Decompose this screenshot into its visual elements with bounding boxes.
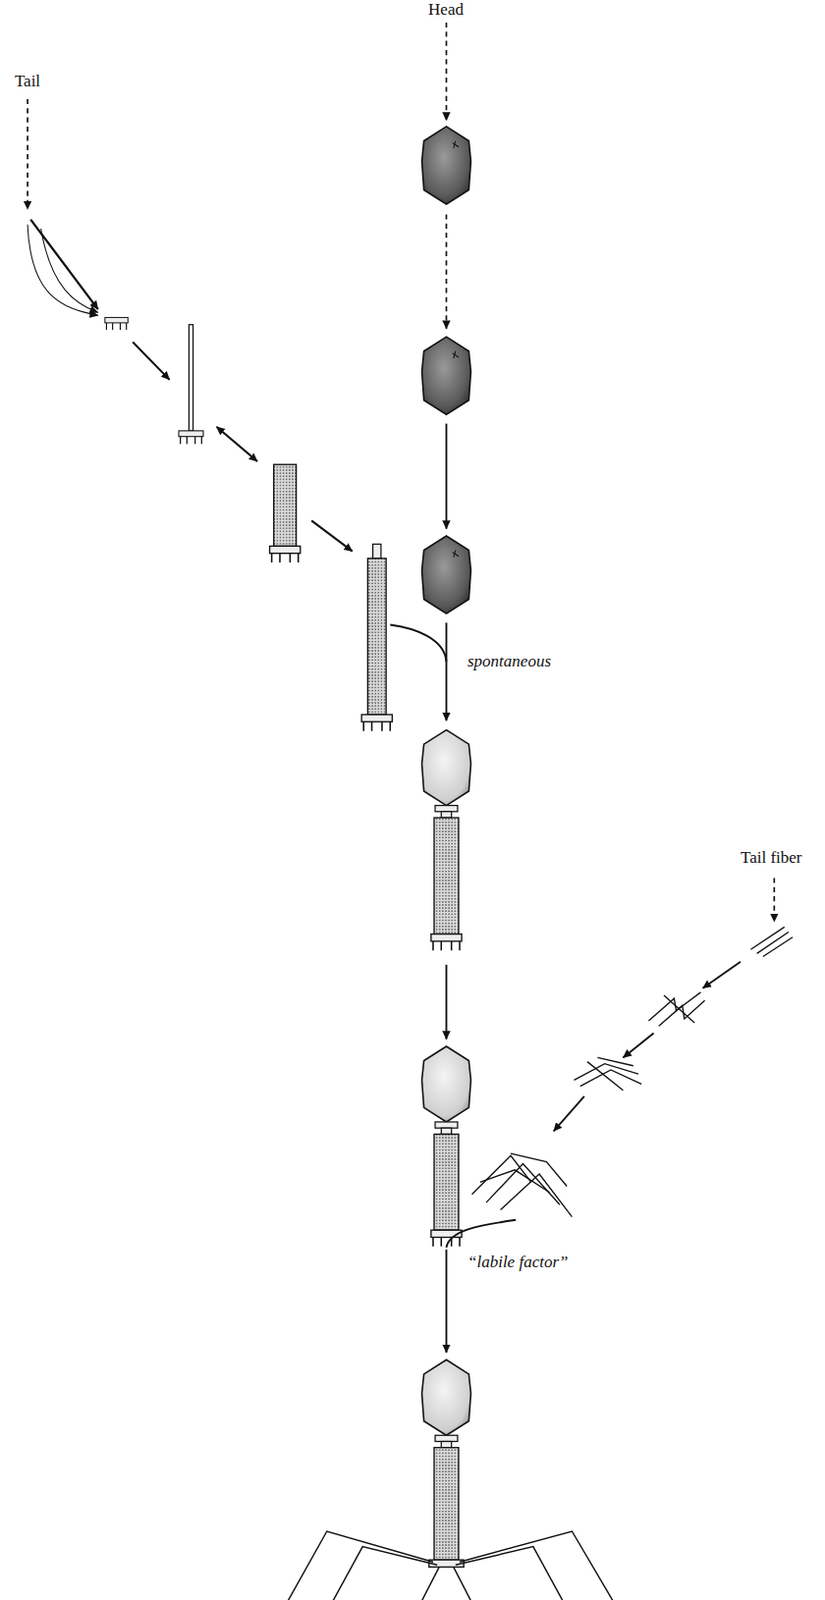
illustration-part — [580, 1070, 642, 1088]
tail-neck — [440, 1128, 451, 1135]
tail-fibers — [573, 1057, 642, 1091]
illustration-part — [480, 1170, 550, 1194]
tail-sheath — [434, 818, 459, 935]
arrow — [445, 965, 448, 1041]
illustration-part — [486, 1164, 560, 1207]
illustration-part — [648, 992, 701, 1022]
dashed-arrow — [772, 878, 775, 923]
tail-sheath — [367, 558, 386, 715]
illustration-part — [287, 1532, 434, 1600]
illustration-part — [361, 715, 392, 732]
merge-line — [445, 1220, 516, 1249]
illustration-part — [270, 546, 301, 563]
dashed-arrow — [26, 99, 29, 210]
arrow — [445, 622, 448, 721]
tail-fibers — [471, 1154, 572, 1217]
tail-sheath — [434, 1448, 459, 1561]
arrow — [445, 1250, 448, 1354]
tail-sheath — [274, 464, 297, 547]
arrow — [445, 424, 448, 530]
baseplate — [105, 317, 128, 330]
baseplate — [431, 935, 462, 952]
double-arrow — [216, 427, 258, 462]
illustration-part — [105, 317, 128, 330]
part-label: “labile factor” — [465, 1253, 570, 1273]
collar — [435, 1435, 458, 1442]
phage-head — [422, 536, 472, 614]
tail-neck — [373, 544, 382, 559]
illustration-part — [510, 1154, 567, 1187]
illustration — [27, 22, 793, 1600]
illustration-part — [178, 431, 204, 444]
arrow — [311, 520, 353, 551]
illustration-part — [459, 1532, 613, 1600]
tail-core — [188, 325, 193, 432]
arrow — [553, 1097, 585, 1132]
part-label: spontaneous — [465, 652, 553, 672]
illustration-part — [331, 1547, 438, 1600]
illustration-part — [455, 1547, 564, 1600]
part-label: Tail — [12, 71, 43, 92]
illustration-part — [663, 995, 695, 1024]
illustration-part — [587, 1062, 623, 1092]
baseplate — [361, 715, 392, 732]
phage-head — [422, 336, 472, 415]
illustration-part — [431, 935, 462, 952]
tail-neck — [440, 1441, 451, 1448]
illustration-part — [659, 1000, 706, 1027]
arrow — [622, 1033, 654, 1058]
tail-fiber-halves — [750, 927, 793, 957]
baseplate — [429, 1560, 464, 1568]
dashed-arrow — [445, 22, 448, 121]
baseplate — [178, 431, 204, 444]
tail-neck — [440, 812, 451, 819]
phage-head — [422, 126, 472, 205]
phage-head — [422, 730, 472, 807]
tail-fiber-halves — [648, 992, 705, 1027]
part-label: Tail fiber — [738, 848, 805, 869]
baseplate — [270, 546, 301, 563]
curved-arrow — [27, 224, 99, 317]
curved-arrow — [41, 228, 99, 313]
illustration-part — [431, 1230, 462, 1248]
illustration-part — [453, 1567, 473, 1600]
part-label: Head — [426, 0, 466, 20]
dashed-arrow — [445, 214, 448, 329]
phage-head — [422, 1360, 472, 1436]
illustration-part — [597, 1057, 633, 1066]
arrow — [703, 962, 741, 990]
illustration-part — [420, 1567, 440, 1600]
arrow — [132, 341, 169, 380]
merge-line — [389, 624, 446, 661]
tail-sheath — [434, 1134, 459, 1231]
illustration-part — [763, 937, 793, 958]
arrow — [30, 220, 99, 311]
collar — [435, 806, 458, 813]
tail-fibers — [287, 1532, 613, 1600]
phage-head — [422, 1046, 472, 1123]
collar — [435, 1122, 458, 1129]
baseplate — [431, 1230, 462, 1248]
